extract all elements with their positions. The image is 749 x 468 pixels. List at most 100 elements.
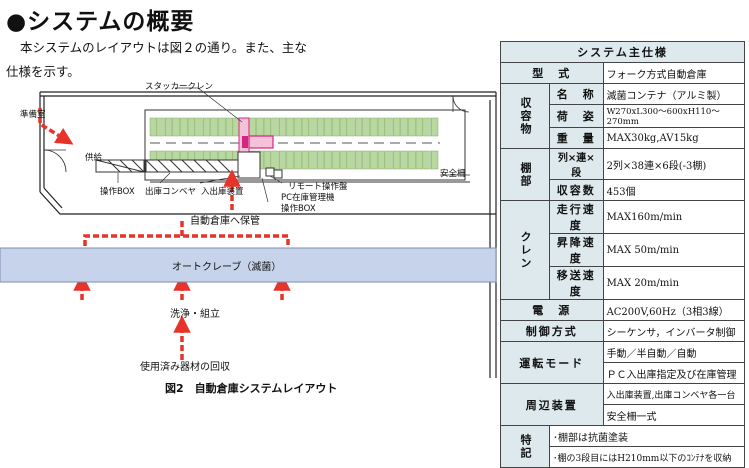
note-2: ･棚の3段目にはH210mm以下のｺﾝﾃﾅを収納 <box>549 446 745 468</box>
safety-fence-label: 安全柵 <box>440 169 466 179</box>
rack-cell <box>286 117 294 137</box>
rack-cell <box>309 150 317 170</box>
pc-manager-label: PC在庫管理機 <box>281 193 335 203</box>
transfer-value: MAX 20m/min <box>602 266 746 300</box>
rack-cell <box>339 117 348 137</box>
recovery-label: 使用済み器材の回収 <box>140 362 230 373</box>
weight-label: 重 量 <box>549 127 604 149</box>
op-box-label-2: 操作BOX <box>281 204 316 214</box>
rack-cell <box>408 117 416 137</box>
name-value: 滅菌コンテナ（アルミ製） <box>602 83 746 105</box>
rack-cell <box>271 117 279 137</box>
rack-cell <box>324 117 332 137</box>
autoclave-label: オートクレーブ（滅菌） <box>172 262 282 273</box>
figure-caption: 図2 自動倉庫システムレイアウト <box>165 382 338 395</box>
rack-cell <box>377 150 386 170</box>
rack-cell <box>279 117 287 137</box>
rack-row-top <box>149 117 439 137</box>
container-group-label: 収容物 <box>500 83 550 149</box>
layout-diagram <box>0 87 497 378</box>
rack-cell <box>309 117 317 137</box>
crane-group-label: クレン <box>500 200 550 300</box>
rack-outline <box>144 109 466 181</box>
travel-label: 走行速度 <box>549 200 604 234</box>
intro-paragraph: 本システムのレイアウトは図２の通り。また、主な 仕様を示す。 <box>6 36 386 84</box>
notes-label: 特記 <box>500 425 550 468</box>
travel-value: MAX160m/min <box>602 200 746 234</box>
rack-cell <box>355 150 363 170</box>
rack-cell <box>195 117 203 137</box>
lift-value: MAX 50m/min <box>602 233 746 267</box>
rack-cell <box>400 150 408 170</box>
peripheral-value-2: 安全柵一式 <box>602 404 746 426</box>
door-arcs <box>43 95 470 173</box>
rack-cell <box>210 117 218 137</box>
rack-cell <box>202 117 211 137</box>
control-value: シーケンサ，インバータ制御 <box>602 320 746 342</box>
mode-value-2: ＰＣ入出庫指定及び在庫管理 <box>602 362 746 384</box>
layout-label: 列×連×段 <box>549 148 604 180</box>
rack-cell <box>271 150 279 170</box>
count-value: 453個 <box>602 179 746 201</box>
rack-cell <box>415 150 424 170</box>
spec-title: システム主仕様 <box>500 41 745 63</box>
rack-cell <box>218 117 226 137</box>
rack-cell <box>385 150 393 170</box>
count-label: 収容数 <box>549 179 604 201</box>
rack-cell <box>164 117 173 137</box>
mode-value-1: 手動／半自動／自動 <box>602 341 746 363</box>
rack-cell <box>377 117 386 137</box>
rack-cell <box>294 117 302 137</box>
rack-cell <box>347 150 355 170</box>
to-warehouse-label: 自動倉庫へ保管 <box>190 216 260 227</box>
exit-conveyor-label: 出庫コンベヤ <box>145 187 197 197</box>
remote-panel-label: リモート操作盤 <box>288 182 348 192</box>
type-label: 型 式 <box>500 62 604 84</box>
rack-cell <box>431 150 439 170</box>
rack-cell <box>294 150 302 170</box>
rack-cell <box>263 117 272 137</box>
mode-label: 運転モード <box>500 341 604 384</box>
rack-cell <box>415 117 424 137</box>
flow-arrows <box>38 108 291 360</box>
rack-cell <box>301 117 310 137</box>
stacker-crane-label: スタッカークレン <box>145 82 214 92</box>
rack-cell <box>301 150 310 170</box>
shape-value: W270xL300～600xH110～270mm <box>602 104 746 128</box>
lift-label: 昇降速度 <box>549 233 604 267</box>
spec-table: システム主仕様 型 式 フォーク方式自動倉庫 収容物 名 称 滅菌コンテナ（アル… <box>500 41 746 468</box>
wash-label: 洗浄・組立 <box>170 309 220 320</box>
rack-cell <box>263 150 272 170</box>
autoclave-band <box>0 247 497 283</box>
prep-room-label: 準備室 <box>20 110 46 120</box>
io-device-label: 入出庫装置 <box>201 187 244 197</box>
building-walls <box>39 91 497 378</box>
rack-cell <box>317 117 325 137</box>
rack-cell <box>324 150 332 170</box>
shelf-group-label: 棚部 <box>500 148 550 201</box>
transfer-label: 移送速度 <box>549 266 604 300</box>
power-value: AC200V,60Hz（3相3線） <box>602 299 746 321</box>
section-heading: ●システムの概要 <box>6 9 195 35</box>
rack-cell <box>286 150 294 170</box>
rack-cell <box>279 150 287 170</box>
rack-cell <box>332 117 340 137</box>
rack-cell <box>431 117 439 137</box>
intro-line-1: 本システムのレイアウトは図２の通り。また、主な <box>20 40 307 55</box>
rack-cell <box>317 150 325 170</box>
rack-cell <box>256 117 264 137</box>
type-value: フォーク方式自動倉庫 <box>602 62 746 84</box>
intro-line-2: 仕様を示す。 <box>6 64 80 79</box>
rack-cell <box>180 117 188 137</box>
rack-cell <box>423 117 431 137</box>
io-equipment <box>95 151 283 179</box>
peripheral-value-1: 入出庫装置,出庫コンベヤ各一台 <box>602 383 746 405</box>
name-label: 名 称 <box>549 83 604 105</box>
weight-value: MAX30kg,AV15kg <box>602 127 746 149</box>
rack-cell <box>385 117 393 137</box>
rack-cell <box>362 150 370 170</box>
rack-cell <box>393 117 401 137</box>
rack-cell <box>408 150 416 170</box>
rack-cell <box>225 117 234 137</box>
shape-label: 荷 姿 <box>549 104 604 128</box>
